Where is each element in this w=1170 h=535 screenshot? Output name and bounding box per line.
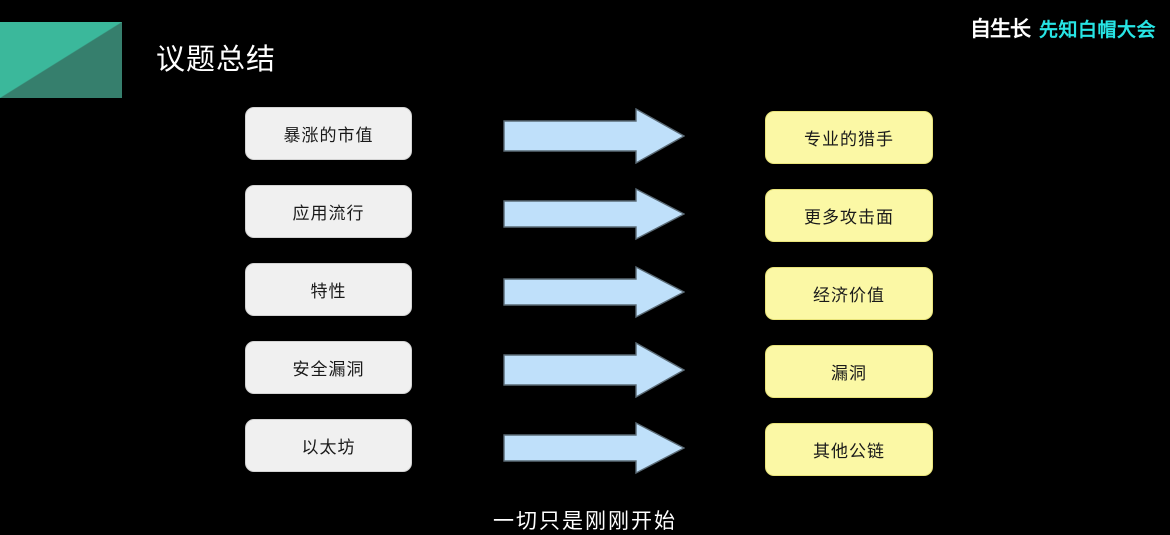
- slide-caption: 一切只是刚刚开始: [493, 510, 677, 533]
- right-arrow-icon: [503, 186, 685, 242]
- flow-target-node: 其他公链: [765, 423, 933, 476]
- flow-row: 特性 经济价值: [0, 256, 1170, 334]
- brand-lockup: 自生长 先知白帽大会: [970, 13, 1156, 43]
- flow-row: 应用流行 更多攻击面: [0, 178, 1170, 256]
- corner-decoration: [0, 22, 122, 98]
- flow-source-node: 安全漏洞: [245, 341, 412, 394]
- page-title: 议题总结: [156, 44, 277, 76]
- flow-source-node: 特性: [245, 263, 412, 316]
- flow-target-node: 漏洞: [765, 345, 933, 398]
- right-arrow-icon: [503, 108, 685, 164]
- flow-source-node: 暴涨的市值: [245, 107, 412, 160]
- flow-row: 暴涨的市值 专业的猎手: [0, 100, 1170, 178]
- flow-row: 安全漏洞 漏洞: [0, 334, 1170, 412]
- flow-row: 以太坊 其他公链: [0, 412, 1170, 490]
- flow-target-node: 经济价值: [765, 267, 933, 320]
- right-arrow-icon: [503, 264, 685, 320]
- brand-name: 先知白帽大会: [1038, 19, 1156, 41]
- flow-target-node: 更多攻击面: [765, 189, 933, 242]
- flow-target-node: 专业的猎手: [765, 111, 933, 164]
- brand-mark: 自生长: [969, 17, 1031, 41]
- flow-diagram: 暴涨的市值 专业的猎手 应用流行 更多攻击面 特性 经济价值 安全漏洞: [0, 100, 1170, 490]
- right-arrow-icon: [503, 420, 685, 476]
- flow-source-node: 以太坊: [245, 419, 412, 472]
- flow-source-node: 应用流行: [245, 185, 412, 238]
- right-arrow-icon: [503, 342, 685, 398]
